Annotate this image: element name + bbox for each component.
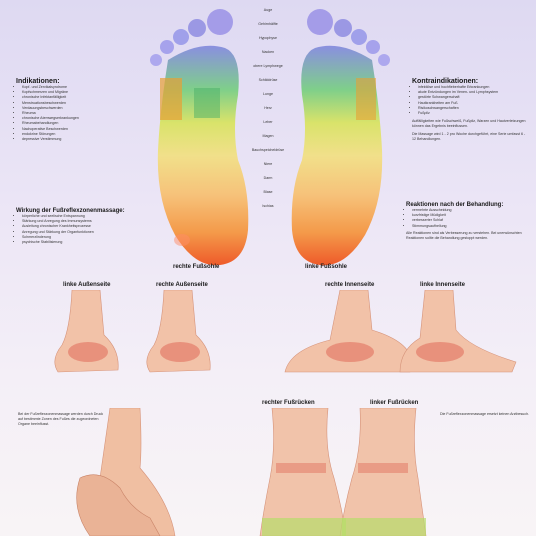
side-views-illustration [54,290,517,373]
list-item: körperliche und seelische Entspannung [22,214,134,219]
list-item: Kopf- und Zervikalsyndrome [22,85,126,90]
list-item: Fußpilz [418,111,527,116]
list-item: chronische Infektanfälligkeit [22,95,126,100]
right-sole-caption: rechte Fußsohle [173,264,220,270]
indications-list: Kopf- und ZervikalsyndromeKopfschmerzen … [16,85,126,142]
list-item: vermehrte Ausscheidung [412,208,528,213]
left-dorsum-title: linker Fußrücken [370,400,419,406]
sole-zone-label: Schilddrüse [258,78,278,82]
dorsum-illustration [259,408,427,536]
list-item: Schmerzlinderung [22,235,134,240]
sole-zone-label: Lunge [263,92,273,96]
contraindications-section: Kontraindikationen: infektiöse und hochf… [412,78,527,141]
list-item: endokrine Störungen [22,132,126,137]
bottom-left-paragraph: Bei der Fußreflexzonenmassage werden dur… [18,412,104,426]
list-item: Rheuma [22,111,126,116]
contra-note: Auffälligkeiten wie Fußschweiß, Fußpilz,… [412,119,526,129]
left-dorsum-foot [339,408,427,536]
effects-section: Wirkung der Fußreflexzonenmassage: körpe… [16,208,134,245]
right-dorsum-foot [259,408,347,536]
reactions-title: Reaktionen nach der Behandlung: [406,202,504,208]
list-item: infektiöse und hochfieberhafte Erkrankun… [418,85,527,90]
sole-zone-label: obere Lymphwege [253,64,283,68]
sole-zone-label: Hypophyse [259,36,277,40]
bottom-right-paragraph: Die Fußreflexzonenmassage ersetzt keinen… [440,412,530,416]
massage-hands-illustration [76,408,176,536]
sole-zone-label: Nacken [261,50,275,54]
list-item: Risikoschwangerschaften [418,106,527,111]
list-item: Stärkung und Anregung des Immunsystems [22,219,134,224]
sole-zone-label: Darm [263,176,273,180]
list-item: akute Entzündungen im Venen- und Lymphsy… [418,90,527,95]
list-item: depressive Verstimmung [22,137,126,142]
right-dorsum-title: rechter Fußrücken [262,400,315,406]
sole-zone-label: Herz [264,106,272,110]
effects-list: körperliche und seelische EntspannungStä… [16,214,134,245]
list-item: Ausleitung chronischer Krankheitsprozess… [22,224,134,229]
sole-zone-label: Niere [263,162,273,166]
indications-section: Indikationen: Kopf- und Zervikalsyndrome… [16,78,126,142]
left-inner-foot [399,290,517,373]
soles-illustration [150,9,390,266]
list-item: gestörte Schwangerschaft [418,95,527,100]
left-inner-title: linke Innenseite [420,282,466,288]
contra-list: infektiöse und hochfieberhafte Erkrankun… [412,85,527,116]
contra-title: Kontraindikationen: [412,78,479,85]
list-item: Verdauungsbeschwerden [22,106,126,111]
sole-zone-label: Bauchspeicheldrüse [251,148,285,152]
sole-zone-label: Auge [263,8,273,12]
right-sole [150,9,249,266]
effects-title: Wirkung der Fußreflexzonenmassage: [16,208,125,214]
sole-zone-label: Magen [262,134,274,138]
sole-zone-label: Gehirnhälfte [258,22,278,26]
list-item: Stimmungsaufhellung [412,224,528,229]
list-item: Anregung und Stärkung der Organfunktione… [22,230,134,235]
list-item: Hautkrankheiten am Fuß [418,101,527,106]
list-item: verbesserter Schlaf [412,218,528,223]
list-item: Menstruationsbeschwerden [22,101,126,106]
contra-note2: Die Massage wird 1 - 2 pro Woche durchge… [412,131,526,141]
list-item: chronische Atemwegserkrankungen [22,116,126,121]
sole-zone-label: Leber [263,120,273,124]
list-item: psychische Stabilisierung [22,240,134,245]
indications-title: Indikationen: [16,78,60,85]
sole-zone-label: Ischias [262,204,274,208]
sole-zone-label: Blase [263,190,273,194]
reactions-note: Alle Reaktionen sind als Verbesserung zu… [406,230,522,240]
list-item: kurzfristige Müdigkeit [412,213,528,218]
left-sole [291,9,390,266]
list-item: Kopfschmerzen und Migräne [22,90,126,95]
list-item: Rheumabehandlungen [22,121,126,126]
reactions-section: Reaktionen nach der Behandlung: vermehrt… [406,202,528,240]
right-outer-title: rechte Außenseite [156,282,208,288]
left-outer-title: linke Außenseite [63,282,111,288]
list-item: Nachoperative Beschwerden [22,127,126,132]
reactions-list: vermehrte Ausscheidungkurzfristige Müdig… [406,208,528,229]
right-inner-title: rechte Innenseite [325,282,375,288]
left-sole-caption: linke Fußsohle [305,264,348,270]
